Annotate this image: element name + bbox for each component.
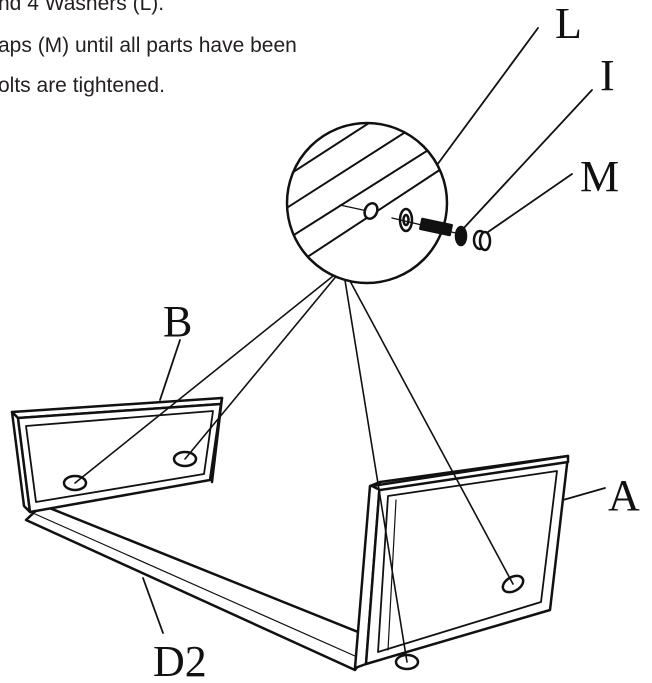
cap-m: [472, 229, 492, 252]
label-l: L: [555, 0, 582, 48]
instruction-line-3: olts are tightened.: [0, 74, 165, 97]
panel-b: [10, 396, 224, 514]
label-a: A: [608, 471, 640, 520]
panel-a: [353, 454, 570, 670]
label-b: B: [163, 297, 192, 346]
bolt-i: [419, 217, 468, 247]
instruction-line-2: aps (M) until all parts have been: [0, 34, 297, 57]
projection-lines: [74, 267, 514, 663]
instruction-line-1: nd 4 Washers (L).: [0, 0, 165, 15]
label-d2: D2: [153, 637, 207, 683]
detail-magnifier: [285, 121, 449, 285]
label-m: M: [580, 152, 619, 201]
hardware-stack: [391, 207, 492, 252]
leader-lines: [142, 27, 606, 634]
label-i: I: [600, 51, 615, 100]
